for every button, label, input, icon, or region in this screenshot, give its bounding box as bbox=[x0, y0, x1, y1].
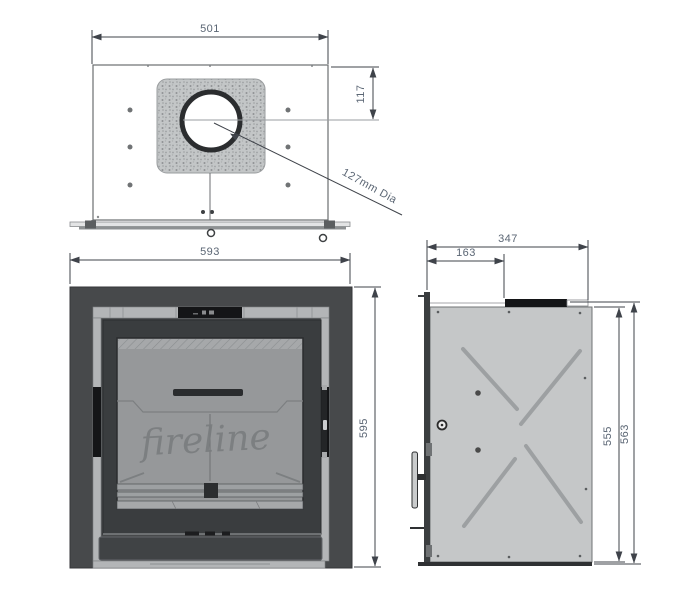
dim-501 bbox=[91, 30, 329, 64]
dim-593 bbox=[69, 253, 351, 284]
dim-label-163: 163 bbox=[456, 247, 476, 259]
plate-edge-ticks bbox=[96, 65, 313, 219]
baffle-outline bbox=[117, 400, 303, 413]
stove-side-view: 347 163 555 563 bbox=[410, 233, 641, 566]
leader-flue-dia bbox=[213, 122, 403, 216]
trim-black-left bbox=[93, 387, 101, 457]
door-latch bbox=[322, 385, 327, 458]
base-bracket-right bbox=[324, 220, 335, 229]
side-holes bbox=[475, 390, 481, 453]
door-bottom-gap bbox=[103, 531, 321, 536]
ash-drawer bbox=[98, 536, 323, 561]
firebrick-corner-right bbox=[275, 472, 301, 483]
side-body bbox=[429, 306, 593, 563]
x-brace-ribs bbox=[461, 347, 583, 528]
dim-555 bbox=[594, 306, 625, 563]
door-glass: fireline bbox=[116, 337, 304, 510]
front-edge-strip bbox=[424, 292, 430, 566]
stove-front-view: fireline bbox=[69, 246, 381, 569]
dim-563 bbox=[570, 301, 641, 565]
centre-holes bbox=[201, 210, 214, 214]
hinges bbox=[426, 443, 432, 557]
flue-hole bbox=[179, 89, 243, 153]
air-control-vent bbox=[178, 307, 242, 318]
fireline-logo: fireline bbox=[137, 417, 272, 465]
dim-347 bbox=[426, 240, 589, 300]
dim-label-347: 347 bbox=[498, 233, 518, 245]
base-bracket-left bbox=[85, 220, 96, 229]
secondary-air-bar bbox=[173, 389, 243, 396]
leader-label-127mm-dia: 127mm Dia bbox=[340, 166, 399, 206]
door-handle bbox=[410, 451, 426, 529]
dim-163 bbox=[426, 254, 505, 298]
handle-bracket bbox=[417, 474, 426, 480]
trim-ticks bbox=[109, 307, 313, 318]
dim-595 bbox=[354, 286, 381, 568]
firebrick-corner-left bbox=[119, 472, 145, 483]
dim-label-555: 555 bbox=[602, 426, 614, 446]
fixing-holes bbox=[127, 107, 291, 188]
dim-label-595: 595 bbox=[358, 418, 370, 438]
dim-label-501: 501 bbox=[200, 23, 220, 35]
dim-label-117: 117 bbox=[355, 84, 367, 103]
latch-knob bbox=[323, 420, 327, 430]
dim-label-593: 593 bbox=[200, 246, 220, 258]
base-hook-centre bbox=[206, 228, 216, 238]
leader-arrowhead bbox=[230, 133, 239, 141]
grommet-pin bbox=[440, 423, 444, 427]
log-retainer bbox=[116, 483, 304, 510]
base-bar bbox=[69, 220, 351, 243]
dim-label-563: 563 bbox=[619, 424, 631, 444]
top-spacer-outline bbox=[566, 299, 589, 307]
side-base bbox=[418, 562, 592, 566]
glass-top-hatch bbox=[118, 339, 302, 349]
side-rivets bbox=[436, 310, 588, 559]
top-spacer-black bbox=[505, 299, 567, 307]
base-hook-right bbox=[318, 233, 328, 243]
dim-117 bbox=[331, 66, 379, 120]
register-plate-top-view: 501 117 127mm Dia bbox=[69, 23, 403, 243]
